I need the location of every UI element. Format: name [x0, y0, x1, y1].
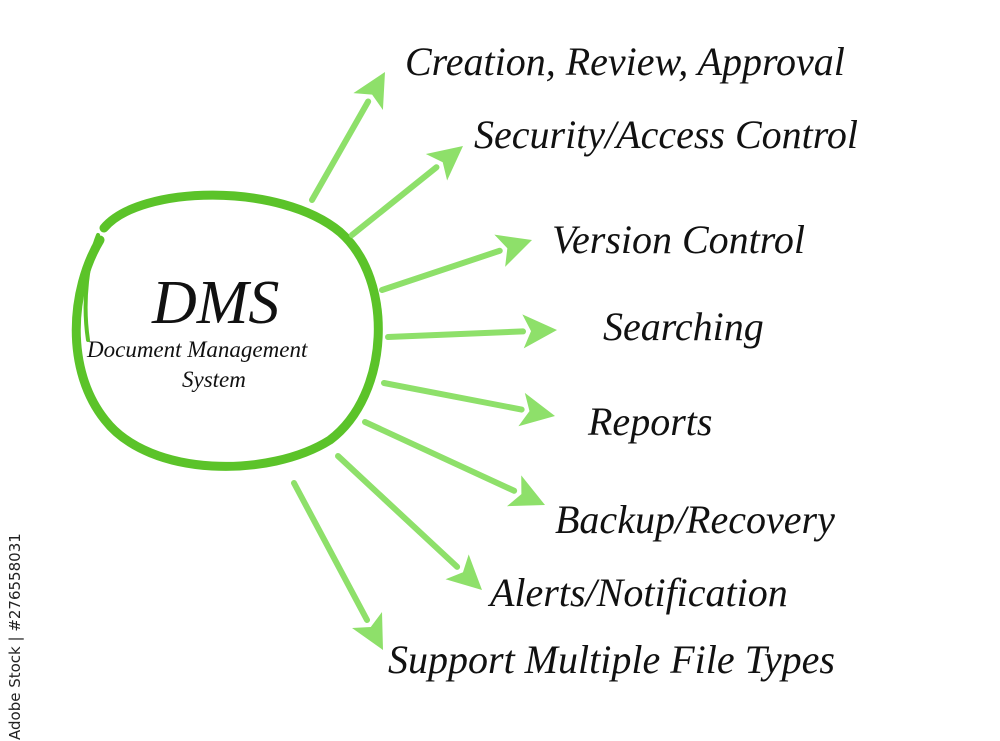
arrow-head-7	[445, 554, 482, 590]
arrow-shaft-7	[335, 453, 461, 570]
arrow-head-5	[518, 392, 555, 427]
feature-label-support-multiple-file-types: Support Multiple File Types	[388, 637, 835, 682]
center-subtitle-line2: System	[182, 367, 246, 392]
arrow-head-4	[522, 314, 557, 349]
arrow-group	[291, 72, 557, 650]
arrow-shaft-5	[381, 380, 525, 413]
center-circle-stroke-2	[83, 233, 100, 342]
arrow-shaft-1	[309, 98, 372, 203]
feature-label-alerts-notification: Alerts/Notification	[490, 570, 788, 615]
arrow-shaft-4	[385, 328, 527, 340]
arrow-shaft-2	[349, 164, 440, 238]
feature-label-backup-recovery: Backup/Recovery	[555, 497, 835, 542]
arrow-head-6	[507, 475, 545, 507]
feature-label-version-control: Version Control	[552, 217, 805, 262]
center-circle	[71, 190, 383, 471]
feature-label-reports: Reports	[588, 399, 713, 444]
center-title: DMS	[152, 269, 280, 337]
center-subtitle-line1: Document Management	[87, 337, 308, 362]
feature-label-creation-review-approval: Creation, Review, Approval	[405, 39, 845, 84]
arrow-shaft-6	[362, 419, 518, 494]
feature-label-searching: Searching	[603, 304, 764, 349]
arrow-head-3	[494, 234, 532, 267]
feature-label-security-access-control: Security/Access Control	[474, 112, 858, 157]
stock-watermark: Adobe Stock | #276558031	[6, 533, 24, 740]
arrow-head-8	[352, 611, 383, 650]
arrow-head-1	[353, 72, 385, 110]
arrow-head-2	[425, 146, 463, 181]
arrow-shaft-3	[379, 247, 503, 293]
arrow-shaft-8	[291, 480, 371, 623]
